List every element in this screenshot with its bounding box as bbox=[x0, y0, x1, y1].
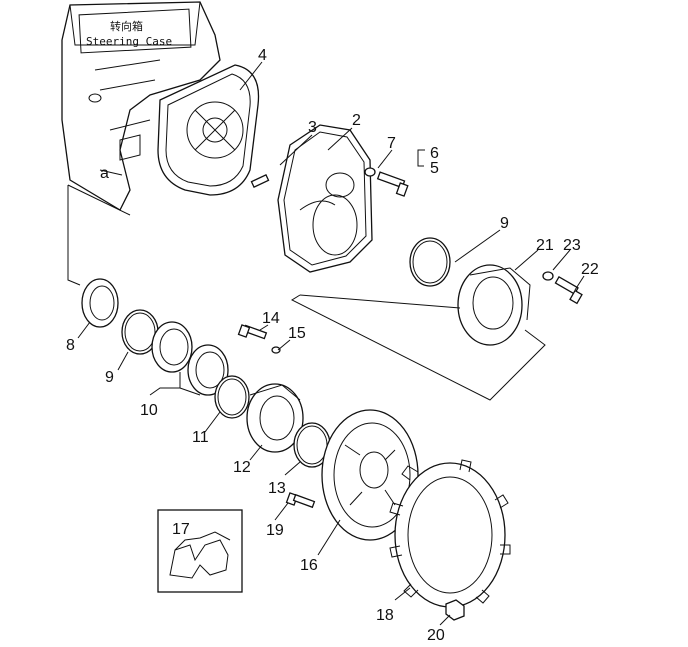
callout-10: 10 bbox=[140, 402, 158, 419]
callout-7: 7 bbox=[387, 135, 396, 152]
callout-17: 17 bbox=[172, 521, 190, 538]
part-3-pin bbox=[250, 174, 270, 188]
callout-5: 5 bbox=[430, 160, 439, 177]
callout-19: 19 bbox=[266, 522, 284, 539]
callout-13: 13 bbox=[268, 480, 286, 497]
callout-15: 15 bbox=[288, 325, 306, 342]
callout-16: 16 bbox=[300, 557, 318, 574]
part-22-bolt bbox=[554, 276, 583, 305]
callout-14: 14 bbox=[262, 310, 280, 327]
part-8-seal bbox=[81, 278, 119, 328]
part-19-bolt bbox=[285, 492, 316, 509]
callout-18: 18 bbox=[376, 607, 394, 624]
callout-9-upper: 9 bbox=[500, 215, 509, 232]
callout-11: 11 bbox=[192, 429, 209, 446]
case-label-english: Steering Case bbox=[86, 35, 172, 48]
part-2-final-drive-cover bbox=[277, 124, 373, 273]
part-21-bearing-cage bbox=[457, 264, 531, 346]
part-15-washer bbox=[271, 346, 281, 354]
part-9-o-ring-lower bbox=[121, 309, 159, 355]
part-4-gasket bbox=[157, 64, 260, 196]
view-ref-a: a bbox=[100, 165, 109, 182]
part-11-ring bbox=[214, 375, 250, 419]
callout-9-lower: 9 bbox=[105, 369, 114, 386]
part-17-inset bbox=[157, 509, 243, 593]
part-7-washer bbox=[364, 167, 376, 177]
callout-21: 21 bbox=[536, 237, 554, 254]
leader-lines bbox=[77, 61, 585, 626]
part-23-washer bbox=[542, 271, 554, 281]
part-5-bolt bbox=[376, 171, 409, 197]
callout-8: 8 bbox=[66, 337, 75, 354]
steering-case-housing bbox=[61, 1, 221, 211]
callout-23: 23 bbox=[563, 237, 581, 254]
part-14-bolt bbox=[237, 324, 268, 340]
part-12-retainer bbox=[246, 383, 304, 453]
part-20-nut bbox=[445, 599, 465, 621]
assembly-guide-lines bbox=[67, 184, 546, 401]
callout-4: 4 bbox=[258, 47, 267, 64]
callout-20: 20 bbox=[427, 627, 445, 644]
part-16-sprocket-hub bbox=[321, 409, 419, 541]
part-10-bearing-pair bbox=[151, 321, 229, 396]
callout-12: 12 bbox=[233, 459, 251, 476]
case-label-chinese: 转向箱 bbox=[110, 19, 143, 33]
callout-22: 22 bbox=[581, 261, 599, 278]
callout-6: 6 bbox=[430, 145, 439, 162]
part-9-o-ring-upper bbox=[409, 237, 451, 287]
callout-3: 3 bbox=[308, 119, 317, 136]
callout-2: 2 bbox=[352, 112, 361, 129]
